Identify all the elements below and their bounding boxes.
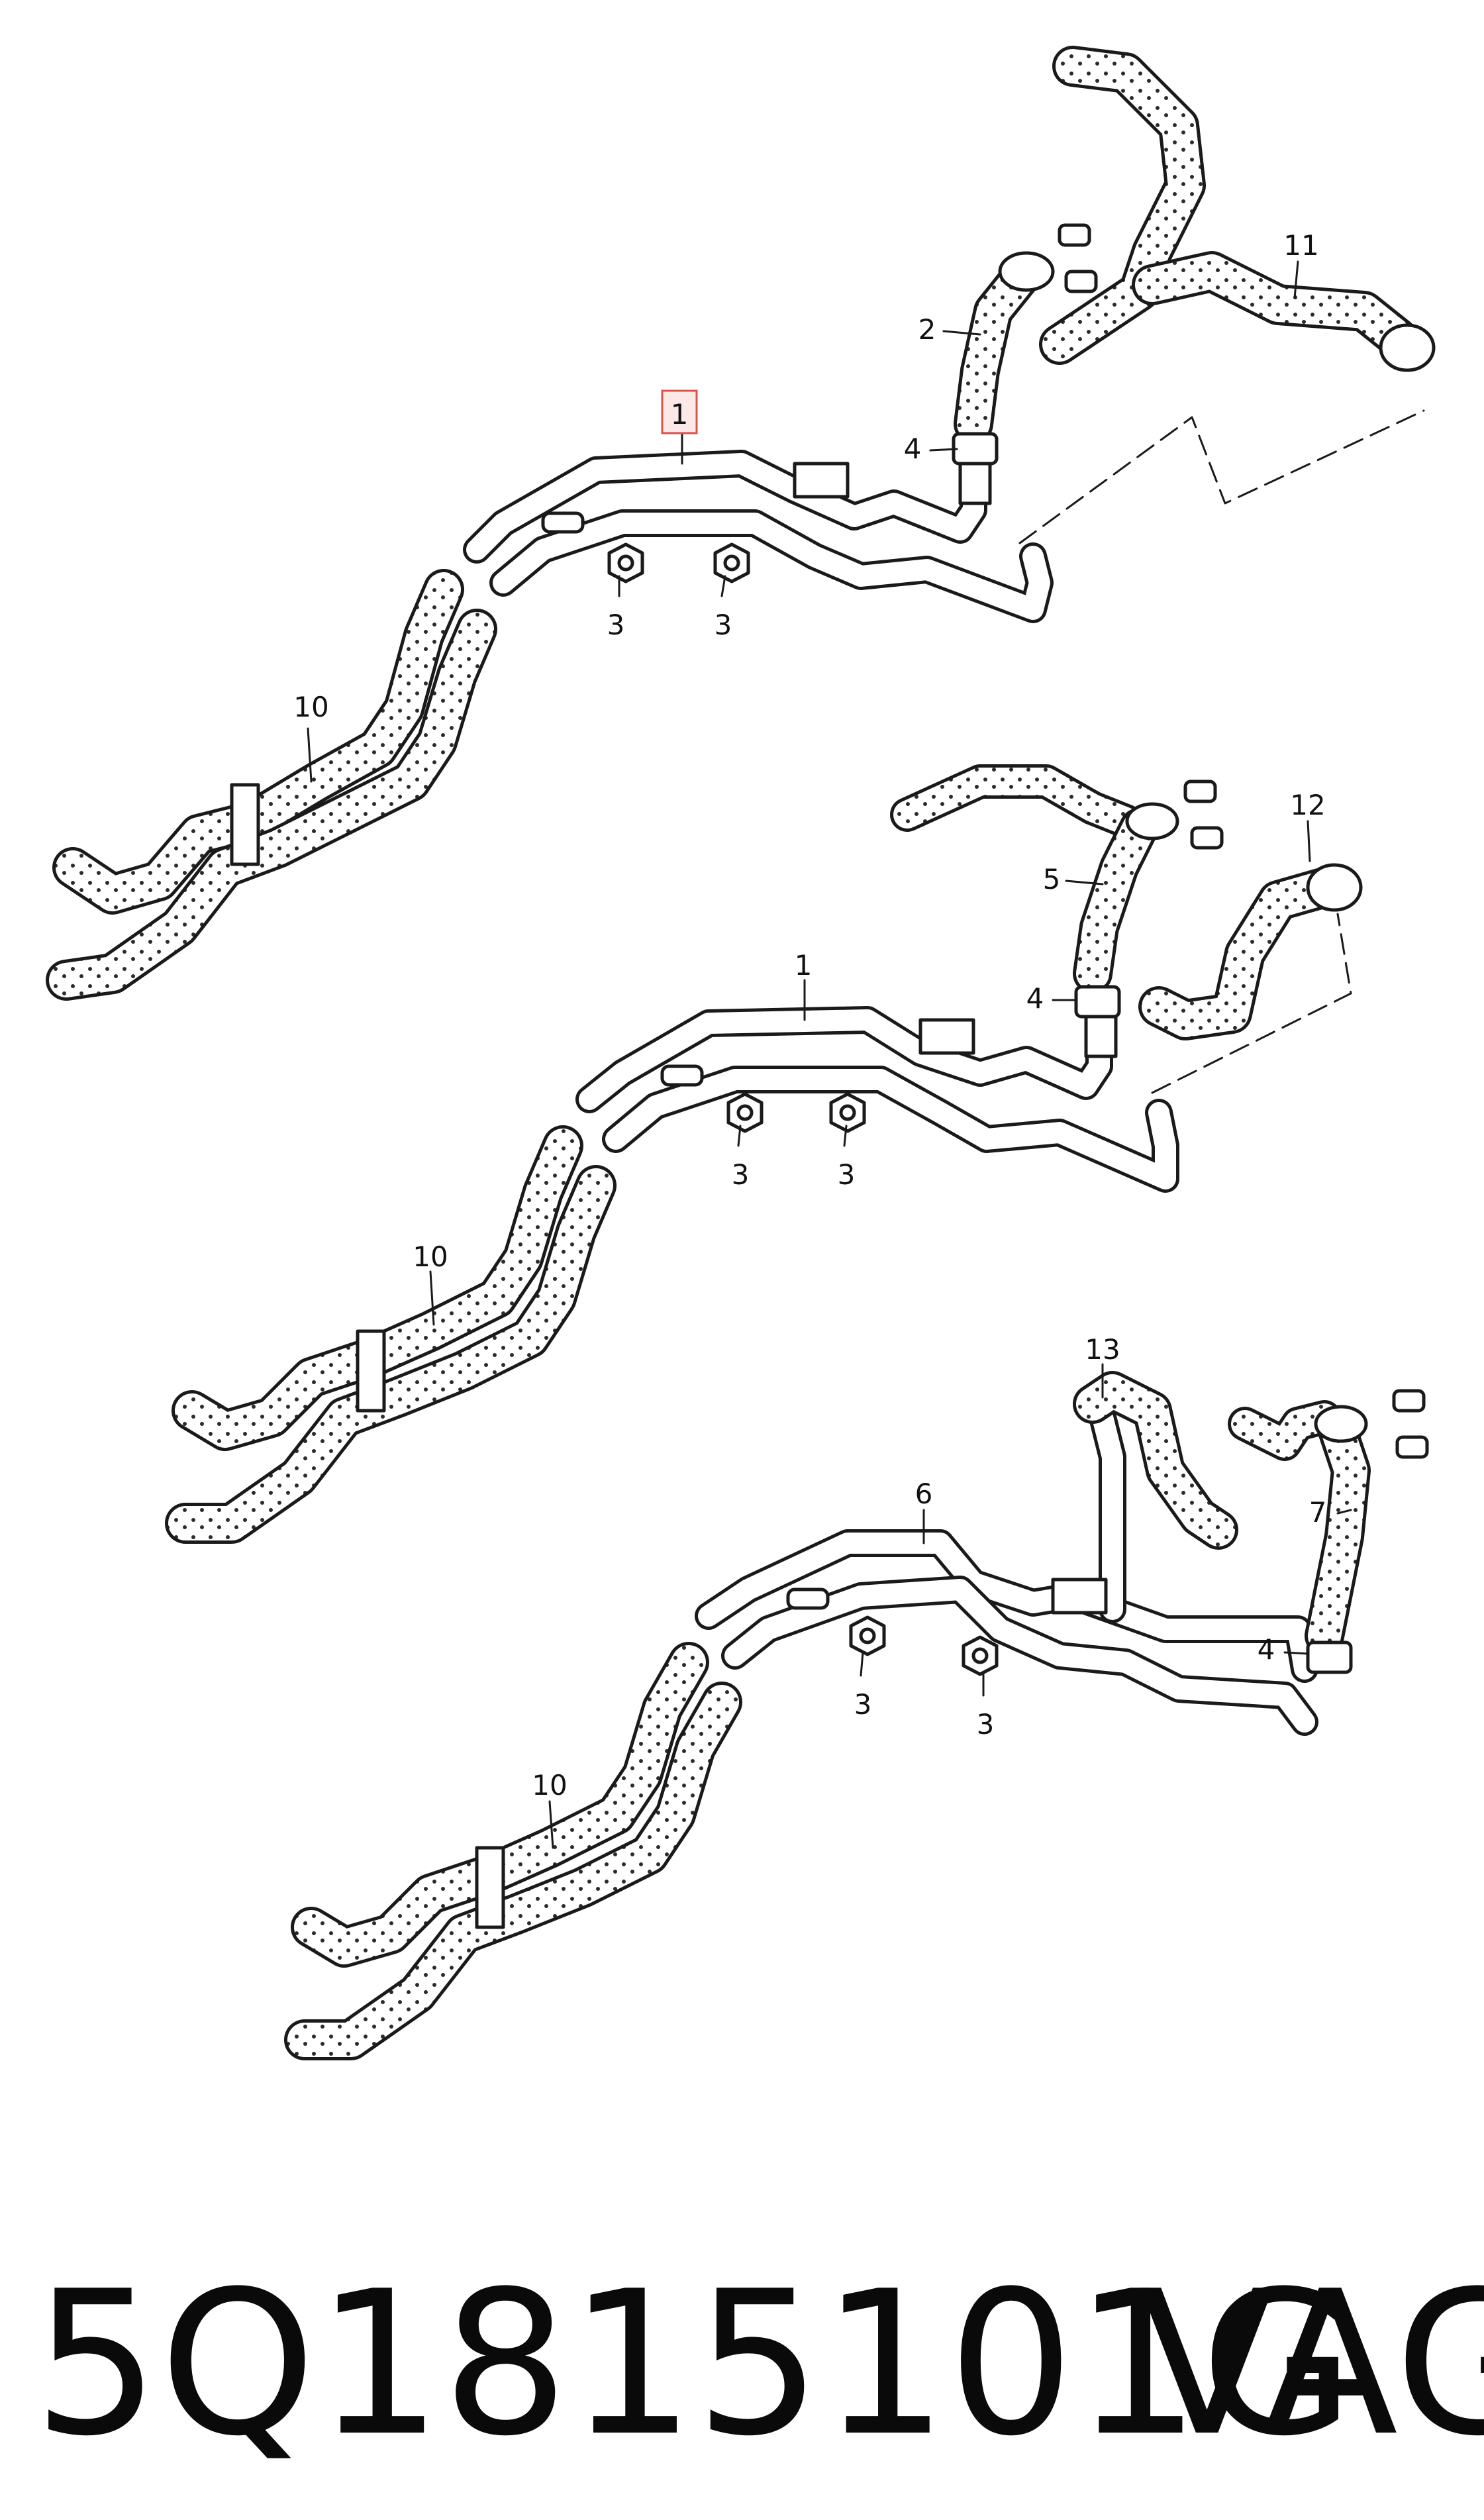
rigid-pipe-outer xyxy=(463,450,1054,623)
nut-3f xyxy=(962,1635,999,1676)
callout-1-middle: 1 xyxy=(795,949,813,982)
clamp-4b xyxy=(1074,985,1121,1019)
callout-labels: 1 2 3 3 4 10 11 1 3 3 4 5 10 12 6 3 3 4 … xyxy=(293,229,1326,1801)
pipe-end-b xyxy=(1084,1015,1118,1058)
callout-4c: 4 xyxy=(1258,1633,1275,1666)
callout-3c: 3 xyxy=(732,1158,750,1191)
cap-c xyxy=(1183,780,1217,803)
callout-4a: 4 xyxy=(904,432,922,465)
leaders-bottom xyxy=(548,1363,1352,1849)
callout-3a: 3 xyxy=(607,609,625,641)
hose-7 xyxy=(1228,1400,1371,1656)
part-number: 5Q1815101G xyxy=(33,2248,1355,2480)
leaders-middle xyxy=(429,820,1311,1326)
clamp-4a xyxy=(952,432,999,466)
callout-6: 6 xyxy=(915,1478,933,1510)
callout-12: 12 xyxy=(1290,789,1325,821)
cap-a xyxy=(1058,223,1091,247)
hose-10-middle xyxy=(165,1125,617,1544)
rigid-pipe-6 xyxy=(695,1390,1318,1736)
callout-3f: 3 xyxy=(977,1708,995,1740)
assembly-middle xyxy=(165,764,1363,1544)
cap-f xyxy=(1395,1435,1429,1459)
clamp-4c xyxy=(1306,1640,1353,1674)
pipe-clip xyxy=(541,511,585,534)
brand-name: VAG xyxy=(1139,2248,1484,2480)
hose-11 xyxy=(1039,46,1436,372)
callout-10-top: 10 xyxy=(293,691,328,723)
rigid-pipe-middle xyxy=(575,1006,1179,1193)
callout-10-bottom: 10 xyxy=(532,1769,567,1801)
assembly-top xyxy=(46,46,1436,1001)
nut-3c xyxy=(726,1092,764,1133)
callout-3e: 3 xyxy=(854,1688,872,1721)
hose-10-bottom xyxy=(284,1642,742,2060)
nut-3a xyxy=(607,542,644,583)
pipe-clip-bottom xyxy=(786,1588,830,1610)
assembly-bottom xyxy=(284,1363,1429,2060)
hose-10-top xyxy=(46,569,497,1001)
callout-5: 5 xyxy=(1043,863,1061,895)
pipe-bracket-bottom xyxy=(1051,1578,1108,1615)
cap-e xyxy=(1392,1389,1426,1413)
leaders-top xyxy=(307,260,1299,783)
pipe-clip-middle xyxy=(660,1064,704,1087)
callout-1-top: 1 xyxy=(671,398,689,430)
cap-b xyxy=(1064,270,1098,293)
callout-7: 7 xyxy=(1309,1496,1327,1529)
hose-assembly-diagram: 1 2 3 3 4 10 11 1 3 3 4 5 10 12 6 3 3 4 … xyxy=(46,46,1436,2060)
hose-12 xyxy=(1138,863,1363,1040)
dashed-link-top xyxy=(1018,409,1425,544)
hose-bracket-bottom xyxy=(475,1846,505,1929)
hose-2 xyxy=(954,251,1055,444)
nut-3e xyxy=(849,1615,886,1656)
callout-4b: 4 xyxy=(1026,982,1044,1015)
hose-5 xyxy=(890,764,1179,993)
pipe-bracket-middle xyxy=(918,1018,975,1055)
dashed-link-middle xyxy=(1151,913,1352,1094)
callout-3b: 3 xyxy=(715,609,732,641)
nut-3d xyxy=(829,1092,866,1133)
hose-bracket-top xyxy=(230,783,260,866)
callout-11: 11 xyxy=(1283,229,1318,262)
callout-1-highlight-box xyxy=(661,389,698,434)
callout-2: 2 xyxy=(918,313,936,346)
pipe-bracket xyxy=(793,462,850,499)
hose-13 xyxy=(1073,1371,1238,1550)
nut-3b xyxy=(713,542,750,583)
pipe-end-a xyxy=(958,462,992,505)
callout-13: 13 xyxy=(1085,1333,1120,1366)
callout-10-middle: 10 xyxy=(413,1240,448,1273)
callout-3d: 3 xyxy=(838,1158,856,1191)
cap-d xyxy=(1190,826,1224,850)
hose-bracket-middle xyxy=(356,1329,386,1413)
